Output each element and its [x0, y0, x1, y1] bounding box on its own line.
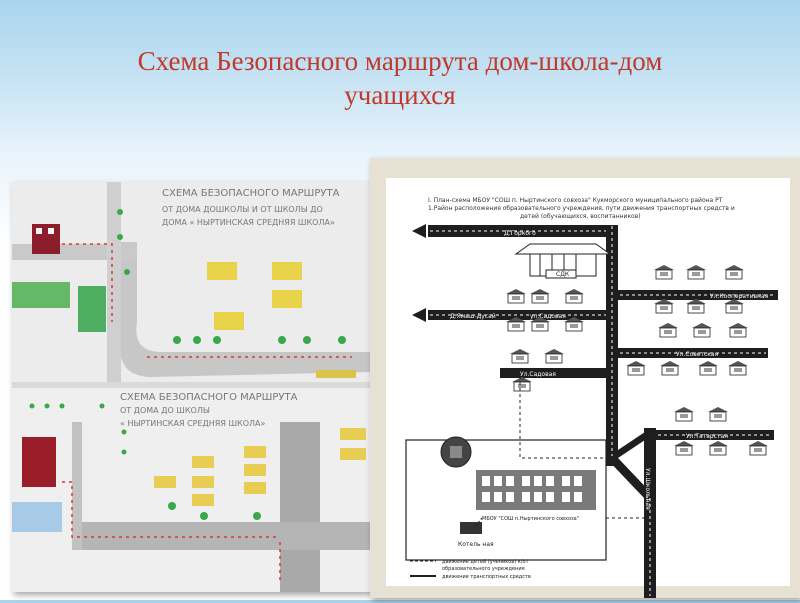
blue-field — [12, 502, 62, 532]
legend-line-2: образовательного учреждения — [442, 566, 525, 572]
house-icon — [724, 299, 744, 314]
drawing-top-title: СХЕМА БЕЗОПАСНОГО МАРШРУТА — [162, 188, 340, 199]
house-icon — [728, 323, 748, 338]
plan-header-3: детей (обучающихся, воспитанников) — [520, 213, 641, 220]
houses-group — [506, 265, 768, 456]
house-icon — [708, 407, 728, 422]
house-icon — [510, 349, 530, 364]
sdk-building: СДК — [514, 243, 612, 279]
street-sadovaya-2: Ул.Садовая — [520, 371, 556, 378]
slide-title-line1: Схема Безопасного маршрута дом-школа-дом — [137, 46, 663, 76]
drawing-top-line2: ОТ ДОМА ДОШКОЛЫ И ОТ ШКОЛЫ ДО — [162, 205, 323, 214]
green-field-2 — [78, 286, 106, 332]
boiler-house — [460, 522, 482, 534]
house-icon — [530, 317, 550, 332]
legend-line-1: движение детей (учеников) к/от — [442, 558, 529, 565]
house-icon — [708, 441, 728, 456]
street-sovetskaya: Ул.Советская — [676, 351, 719, 358]
house-icon — [686, 299, 706, 314]
house-icon — [626, 361, 646, 376]
school-compound: МБОУ "СОШ п.Ныртинского совхоза" Котель … — [405, 376, 644, 561]
home-house-2 — [22, 437, 56, 487]
drawing-bottom: СХЕМА БЕЗОПАСНОГО МАРШРУТА ОТ ДОМА ДО ШК… — [12, 388, 372, 592]
drawings-svg: СХЕМА БЕЗОПАСНОГО МАРШРУТА ОТ ДОМА ДОШКО… — [12, 182, 372, 592]
house-icon — [748, 441, 768, 456]
house-icon — [564, 289, 584, 304]
yellow-building-2 — [272, 262, 302, 280]
street-vertical: Ул.Школьная — [644, 468, 651, 510]
house-icon — [506, 317, 526, 332]
road-gorkogo — [428, 225, 608, 237]
road-yamashev — [428, 310, 608, 320]
plan-header-1: I. План-схема МБОУ "СОШ п. Ныртинского с… — [428, 197, 723, 204]
house-icon — [698, 361, 718, 376]
drawing-top: СХЕМА БЕЗОПАСНОГО МАРШРУТА ОТ ДОМА ДОШКО… — [12, 182, 372, 382]
house-icon — [544, 349, 564, 364]
yellow-building-3 — [272, 290, 302, 308]
house-icon — [692, 323, 712, 338]
street-tatarstan: Ул.Татарстан — [686, 433, 728, 440]
street-yamashev: Д.Ямаш-Дусай — [450, 313, 496, 320]
house-icon — [512, 377, 532, 392]
house-icon — [686, 265, 706, 280]
green-field-1 — [12, 282, 70, 308]
drawings-photo: СХЕМА БЕЗОПАСНОГО МАРШРУТА ОТ ДОМА ДОШКО… — [12, 182, 372, 592]
plan-sheet — [386, 178, 790, 586]
house-icon — [506, 289, 526, 304]
yellow-building-1 — [207, 262, 237, 280]
street-sadovaya: ул.Садовая — [530, 313, 566, 320]
arrow-left-1 — [412, 224, 426, 238]
house-icon — [728, 361, 748, 376]
drawing-bottom-title: СХЕМА БЕЗОПАСНОГО МАРШРУТА — [120, 392, 298, 403]
street-kooperativnaya: Ул.Кооперативная — [710, 293, 769, 300]
house-icon — [660, 361, 680, 376]
street-gorkogo: Д.Горкого — [504, 230, 536, 237]
slide-title: Схема Безопасного маршрута дом-школа-дом… — [0, 44, 800, 112]
road-sadovaya — [500, 368, 606, 378]
school-label: МБОУ "СОШ п.Ныртинского совхоза" — [482, 516, 579, 522]
drawing-top-line3: ДОМА « НЫРТИНСКАЯ СРЕДНЯЯ ШКОЛА» — [162, 218, 335, 227]
arrow-left-2 — [412, 308, 426, 322]
slide-title-line2: учащихся — [344, 80, 456, 110]
house-icon — [674, 441, 694, 456]
house-icon — [530, 289, 550, 304]
legend-line-3: движение транспортных средств — [442, 574, 531, 580]
kotel-label: Котель ная — [458, 541, 494, 548]
house-icon — [658, 323, 678, 338]
yellow-building-4 — [214, 312, 244, 330]
house-icon — [674, 407, 694, 422]
house-icon — [654, 265, 674, 280]
plan-scheme-photo: I. План-схема МБОУ "СОШ п. Ныртинского с… — [370, 158, 800, 598]
road-diagonal — [606, 458, 656, 498]
legend: движение детей (учеников) к/от образоват… — [410, 558, 531, 580]
sdk-label: СДК — [556, 271, 570, 278]
plan-header-2: 1.Район расположения образовательного уч… — [428, 205, 735, 212]
drawing-bottom-line3: « НЫРТИНСКАЯ СРЕДНЯЯ ШКОЛА» — [120, 419, 265, 428]
house-icon — [654, 299, 674, 314]
house-icon — [564, 317, 584, 332]
plan-scheme-svg: I. План-схема МБОУ "СОШ п. Ныртинского с… — [370, 158, 800, 598]
drawing-bottom-line2: ОТ ДОМА ДО ШКОЛЫ — [120, 406, 210, 415]
house-icon — [724, 265, 744, 280]
